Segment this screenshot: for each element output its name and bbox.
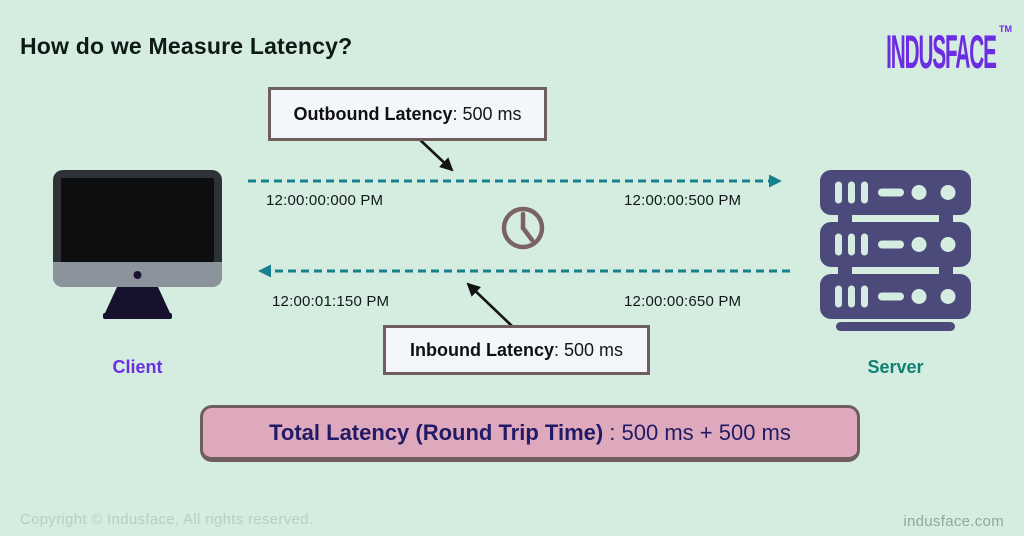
server-label: Server [867, 357, 924, 377]
total-latency-term: Total Latency (Round Trip Time) [269, 419, 604, 445]
inbound-latency-term: Inbound Latency [409, 339, 554, 360]
total-latency-value: : 500 ms + 500 ms [603, 419, 791, 445]
inbound-latency-callout: Inbound Latency: 500 ms [383, 325, 650, 375]
timestamp-outbound-end: 12:00:00:500 PM [624, 192, 742, 209]
server-rack-icon [820, 170, 971, 331]
outbound-callout-pointer [416, 136, 454, 172]
copyright-text: Copyright © Indusface, All rights reserv… [20, 511, 314, 528]
outbound-latency-term: Outbound Latency [293, 103, 453, 124]
indusface-logo-text: INDUSFACE [886, 26, 997, 79]
total-latency-banner: Total Latency (Round Trip Time) : 500 ms… [200, 405, 860, 462]
website-url: indusface.com [903, 513, 1004, 530]
outbound-latency-value: : 500 ms [452, 103, 522, 124]
timestamp-outbound-start: 12:00:00:000 PM [266, 192, 384, 209]
brand-logo: INDUSFACE TM [860, 24, 1012, 78]
clock-icon [501, 206, 545, 250]
timestamp-inbound-end: 12:00:01:150 PM [272, 293, 390, 310]
client-label: Client [112, 357, 163, 377]
desktop-computer-icon [53, 170, 222, 319]
page-title: How do we Measure Latency? [20, 33, 353, 59]
trademark-symbol: TM [999, 24, 1012, 34]
inbound-latency-value: : 500 ms [553, 339, 624, 360]
timestamp-inbound-start: 12:00:00:650 PM [624, 293, 742, 310]
inbound-callout-pointer [466, 282, 514, 328]
outbound-latency-callout: Outbound Latency: 500 ms [268, 87, 547, 141]
